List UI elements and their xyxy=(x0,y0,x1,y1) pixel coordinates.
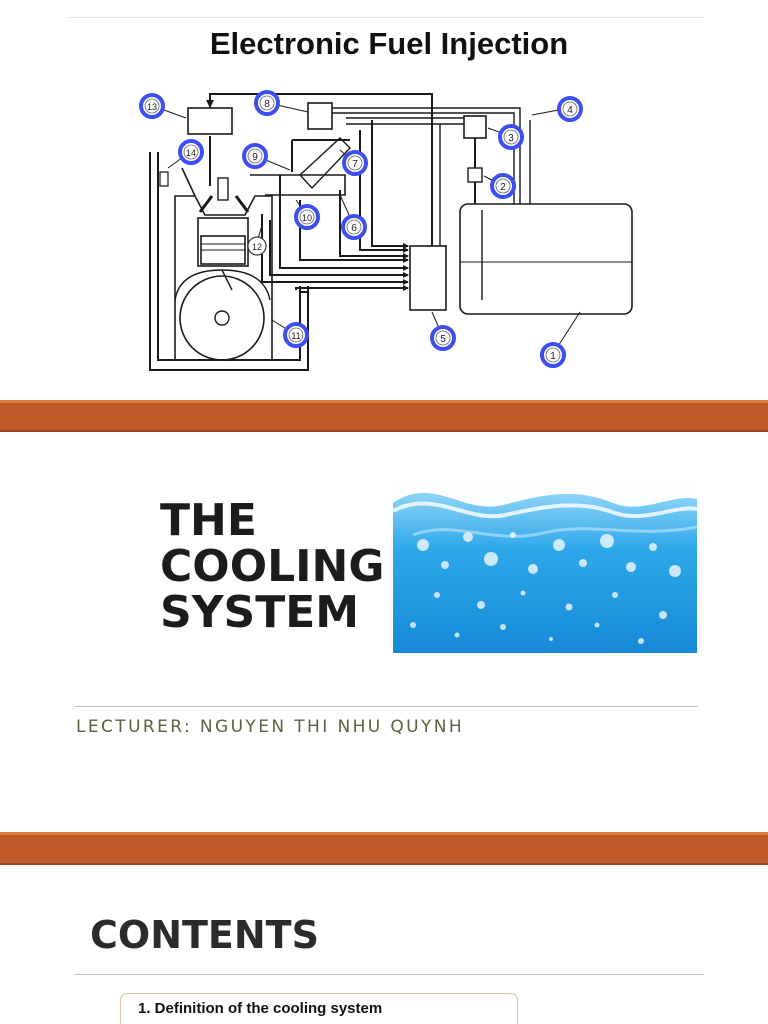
svg-text:6: 6 xyxy=(351,223,357,234)
diagram-callout-9: 9 xyxy=(242,143,268,169)
diagram-callout-6: 6 xyxy=(341,214,367,240)
diagram-callout-3: 3 xyxy=(498,124,524,150)
slide-separator-band xyxy=(0,400,768,432)
diagram-callout-2: 2 xyxy=(490,173,516,199)
title-divider xyxy=(75,974,703,975)
efi-diagram: 1 2 3 4 5 6 7 xyxy=(139,90,633,371)
diagram-callout-1: 1 xyxy=(540,342,566,368)
title-divider xyxy=(75,706,698,707)
diagram-callout-4: 4 xyxy=(557,96,583,122)
svg-text:2: 2 xyxy=(500,182,506,193)
diagram-callout-11: 11 xyxy=(283,322,309,348)
wiring-harness xyxy=(152,93,633,355)
title-line: COOLING xyxy=(160,541,385,592)
diagram-callout-12: 12 xyxy=(247,236,267,256)
svg-text:3: 3 xyxy=(508,133,514,144)
svg-text:5: 5 xyxy=(440,334,446,345)
diagram-callout-5: 5 xyxy=(430,325,456,351)
svg-text:1: 1 xyxy=(550,351,556,362)
svg-text:7: 7 xyxy=(352,159,358,170)
diagram-callout-8: 8 xyxy=(254,90,280,116)
title-line: SYSTEM xyxy=(160,587,360,638)
water-splash-image xyxy=(393,475,697,653)
slide-top-border xyxy=(68,17,704,18)
diagram-callout-7: 7 xyxy=(342,150,368,176)
diagram-callout-14: 14 xyxy=(178,139,204,165)
title-line: THE xyxy=(160,495,257,546)
diagram-callout-10: 10 xyxy=(294,204,320,230)
svg-text:10: 10 xyxy=(302,213,312,223)
engine-block xyxy=(149,152,346,371)
svg-text:12: 12 xyxy=(252,242,262,252)
svg-text:8: 8 xyxy=(264,99,270,110)
slide-contents: CONTENTS 1. Definition of the cooling sy… xyxy=(0,865,768,1024)
svg-text:11: 11 xyxy=(291,331,300,341)
slide-electronic-fuel-injection: Electronic Fuel Injection xyxy=(0,0,768,400)
svg-text:9: 9 xyxy=(252,152,258,163)
svg-text:13: 13 xyxy=(147,102,157,112)
diagram-callout-13: 13 xyxy=(139,93,165,119)
slide-title: Electronic Fuel Injection xyxy=(209,26,569,61)
contents-item: 1. Definition of the cooling system xyxy=(120,993,518,1024)
slide-cooling-system-title: THE COOLING SYSTEM xyxy=(0,432,768,832)
svg-text:14: 14 xyxy=(186,148,196,158)
slide-separator-band xyxy=(0,832,768,865)
lecturer-subtitle: LECTURER: NGUYEN THI NHU QUYNH xyxy=(76,717,465,737)
slide-title: CONTENTS xyxy=(90,913,319,957)
slide-title: THE COOLING SYSTEM xyxy=(160,498,384,636)
ecu-input-arrows xyxy=(206,100,409,291)
svg-text:4: 4 xyxy=(567,105,573,116)
